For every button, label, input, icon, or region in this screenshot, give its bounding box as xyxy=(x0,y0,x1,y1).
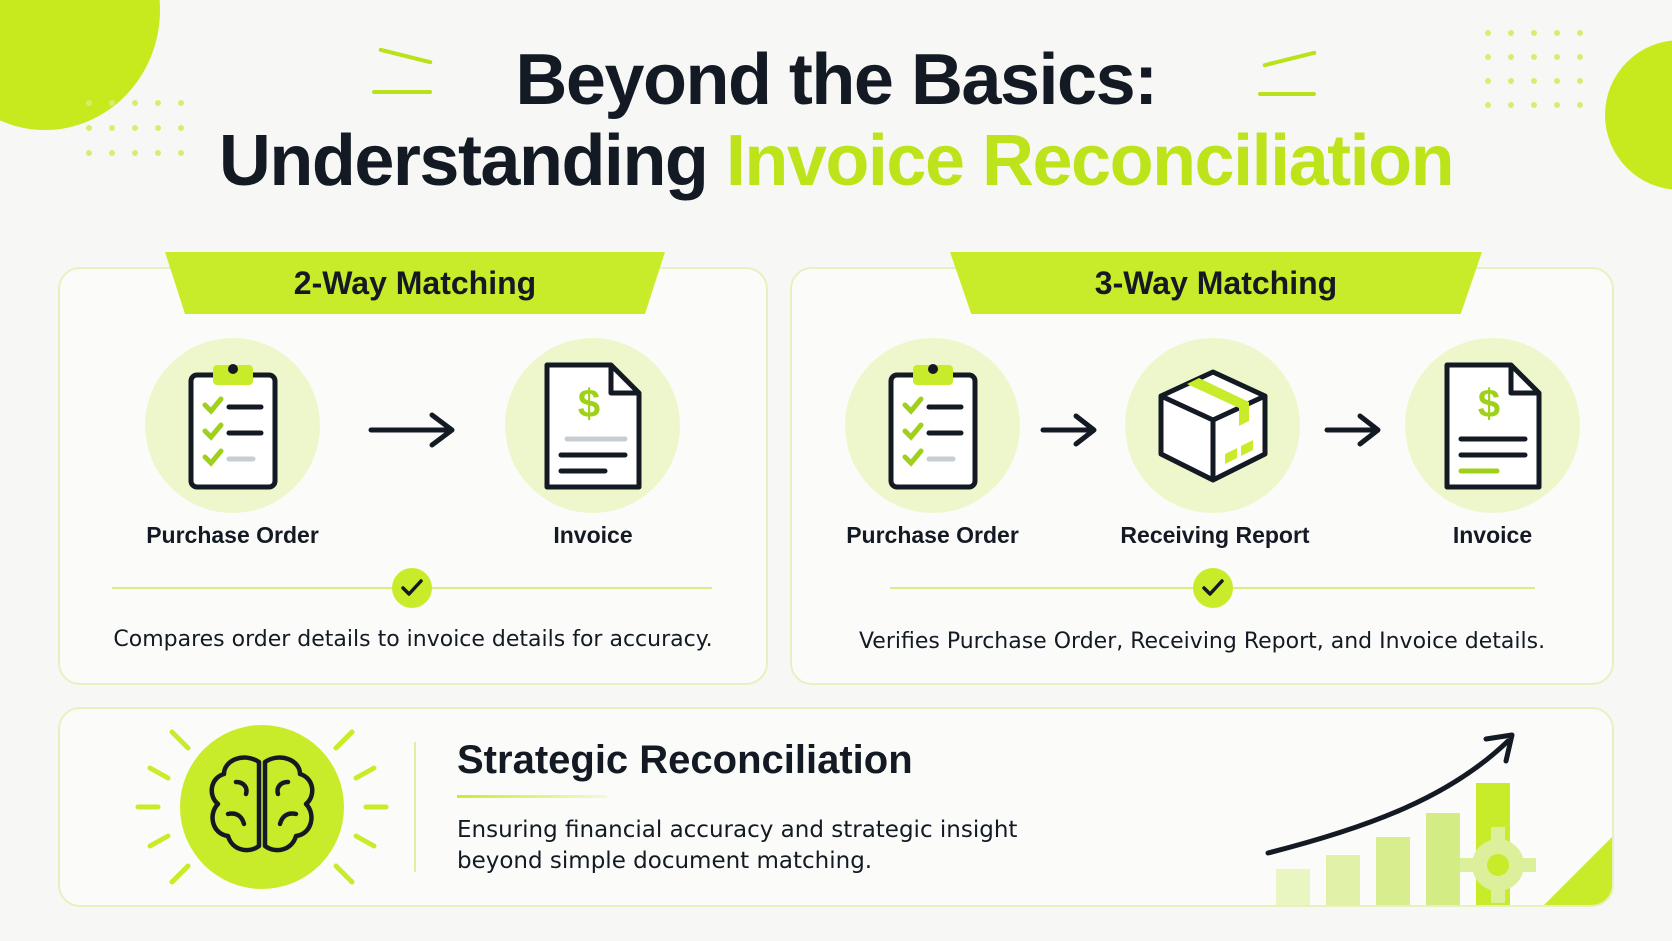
invoice-icon-circle: $ xyxy=(505,338,680,513)
svg-text:$: $ xyxy=(1477,382,1499,426)
two-way-purchase-order-label: Purchase Order xyxy=(146,522,319,548)
strategic-heading: Strategic Reconciliation xyxy=(457,738,913,782)
two-way-heading: 2-Way Matching xyxy=(165,252,665,314)
arrow-right-icon xyxy=(368,400,458,460)
brain-icon-group xyxy=(132,722,392,892)
strategic-description-line-2: beyond simple document matching. xyxy=(457,848,873,874)
clipboard-checklist-icon xyxy=(188,363,277,489)
decorative-dash xyxy=(1258,92,1316,96)
three-way-purchase-order-label: Purchase Order xyxy=(846,522,1019,548)
brain-icon xyxy=(209,755,315,853)
invoice-document-icon: $ xyxy=(1444,362,1541,489)
gear-icon xyxy=(1460,827,1536,903)
title-highlight: Invoice Reconciliation xyxy=(725,121,1455,201)
decorative-dots xyxy=(1485,30,1583,108)
check-icon xyxy=(1193,568,1233,608)
vertical-divider xyxy=(414,742,416,872)
receiving-report-icon-circle xyxy=(1125,338,1300,513)
page-title: Beyond the Basics: xyxy=(0,44,1672,116)
title-line-2-prefix: Understanding xyxy=(218,121,726,201)
heading-underline xyxy=(457,795,607,798)
invoice-document-icon: $ xyxy=(544,362,641,489)
check-icon xyxy=(392,568,432,608)
invoice-icon-circle: $ xyxy=(1405,338,1580,513)
decorative-dots xyxy=(86,100,184,156)
three-way-invoice-label: Invoice xyxy=(1452,522,1533,548)
two-way-description: Compares order details to invoice detail… xyxy=(113,627,713,652)
strategic-description-line-1: Ensuring financial accuracy and strategi… xyxy=(457,817,1018,843)
purchase-order-icon-circle xyxy=(145,338,320,513)
three-way-description: Verifies Purchase Order, Receiving Repor… xyxy=(858,629,1546,654)
package-box-icon xyxy=(1158,369,1267,482)
svg-text:$: $ xyxy=(577,382,599,426)
purchase-order-icon-circle xyxy=(845,338,1020,513)
decorative-dash xyxy=(372,90,432,94)
two-way-invoice-label: Invoice xyxy=(553,522,633,548)
three-way-receiving-report-label: Receiving Report xyxy=(1120,522,1310,548)
growth-chart-icon xyxy=(1260,727,1550,905)
arrow-right-icon xyxy=(1038,405,1102,455)
arrow-right-icon xyxy=(1322,405,1386,455)
clipboard-checklist-icon xyxy=(888,363,977,489)
three-way-heading: 3-Way Matching xyxy=(950,252,1482,314)
title-line-1: Beyond the Basics: xyxy=(515,40,1158,120)
corner-accent xyxy=(1544,837,1612,905)
strategic-description: Ensuring financial accuracy and strategi… xyxy=(457,815,1097,877)
page-subtitle: Understanding Invoice Reconciliation xyxy=(0,125,1672,197)
